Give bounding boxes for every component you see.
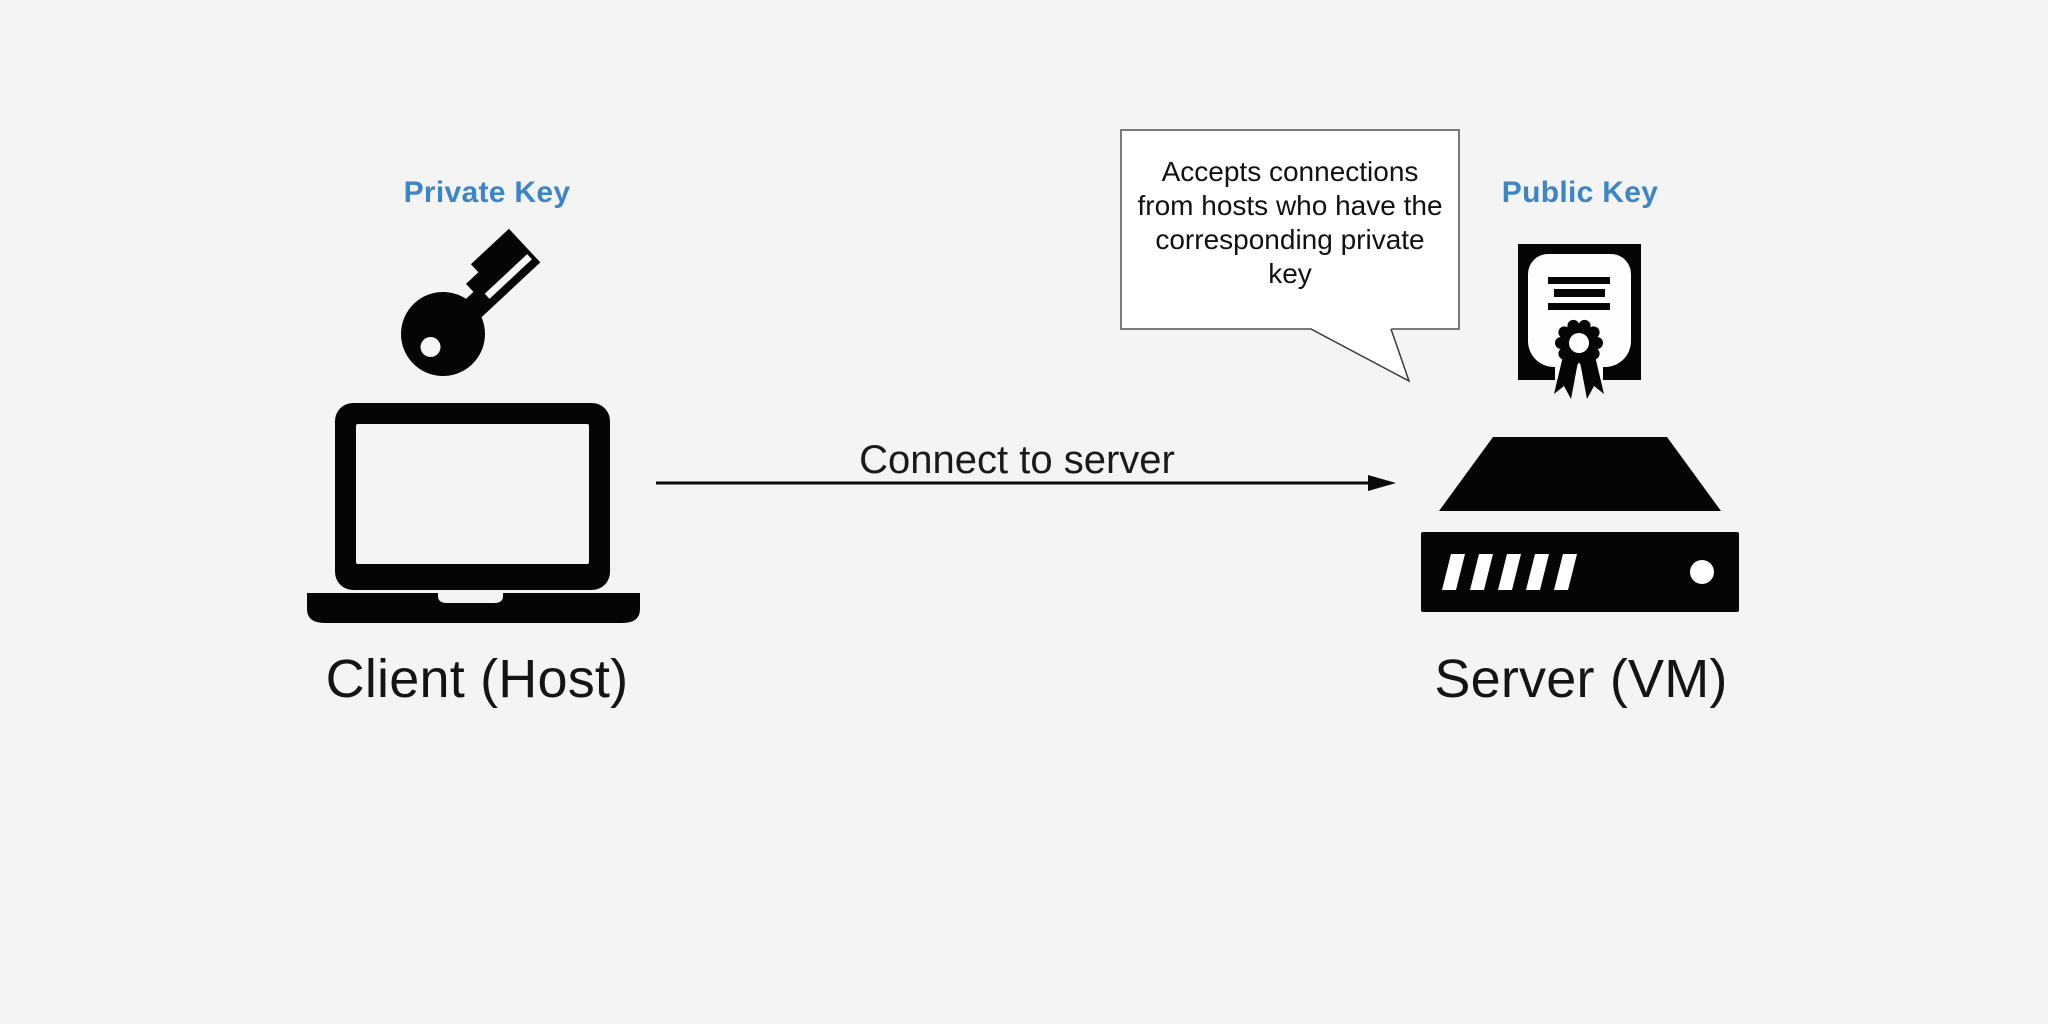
callout-line: key (1268, 258, 1312, 289)
callout-line: from hosts who have the (1137, 190, 1443, 221)
speech-bubble-tail-icon (1311, 328, 1411, 383)
arrow-right-icon (656, 475, 1396, 491)
certificate-icon (1518, 244, 1641, 399)
client-label: Client (Host) (325, 649, 629, 709)
public-key-label: Public Key (1501, 176, 1659, 209)
laptop-icon (307, 403, 640, 623)
key-icon (401, 228, 541, 376)
connection-label: Connect to server (859, 438, 1175, 482)
speech-bubble: Accepts connections from hosts who have … (1120, 129, 1460, 330)
callout-line: Accepts connections (1161, 156, 1419, 187)
server-label: Server (VM) (1434, 649, 1728, 709)
server-icon (1421, 437, 1739, 612)
private-key-label: Private Key (403, 176, 571, 209)
callout-line: corresponding private (1155, 224, 1425, 255)
